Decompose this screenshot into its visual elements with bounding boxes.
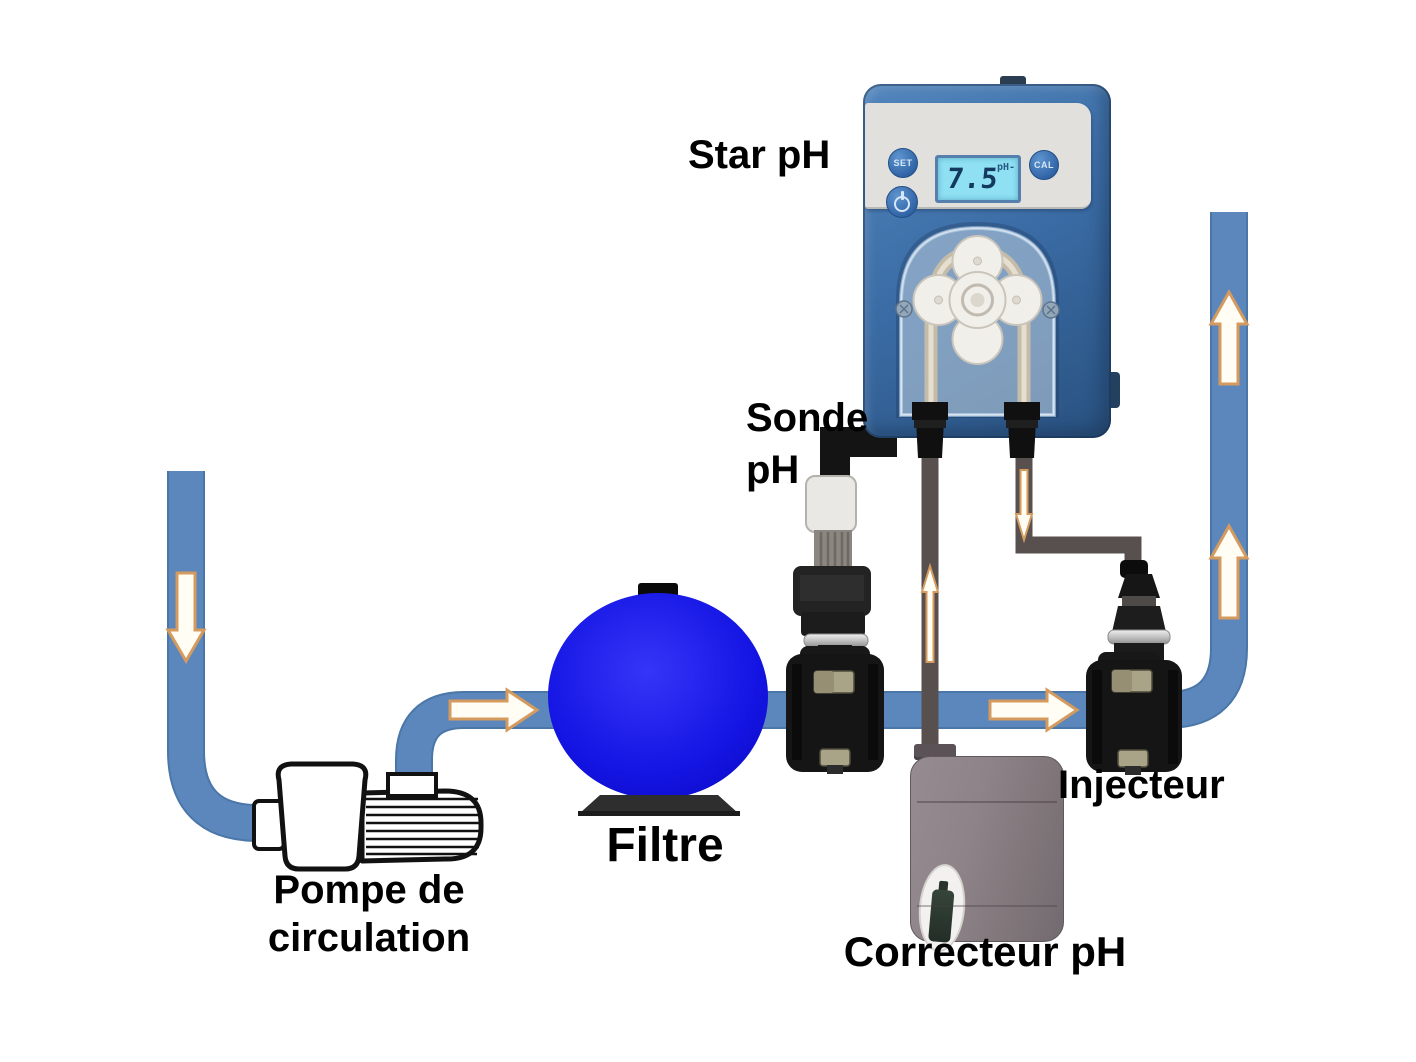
lcd-display: 7.5 pH- [935, 155, 1021, 203]
ph-corrector-canister [908, 744, 1064, 954]
cal-button: CAL [1029, 150, 1059, 180]
pipe-left-return [167, 471, 268, 842]
injector-assembly [1086, 560, 1182, 775]
circulation-pump [252, 761, 484, 872]
pump-motor [359, 788, 484, 864]
label-controller: Star pH [688, 133, 831, 177]
arrow-left-pipe-down [165, 571, 207, 664]
ph-controller: SET CAL 7.5 pH- [863, 84, 1111, 458]
pump-rotor [912, 235, 1043, 365]
set-button: SET [888, 148, 918, 178]
label-corrector: Correcteur pH [843, 928, 1127, 975]
arrow-dosing-tube-down [1014, 469, 1034, 544]
label-probe: Sonde pH [746, 396, 869, 492]
injector-saddle-clamp [1086, 660, 1182, 772]
suction-fitting [912, 402, 948, 458]
power-button [886, 186, 918, 218]
label-filter: Filtre [606, 819, 724, 872]
arrow-riser-upper-up [1208, 288, 1250, 386]
peristaltic-pump-head [895, 222, 1060, 458]
pump-outlet [386, 772, 438, 798]
label-pump: Pompe de circulation [267, 868, 471, 960]
filter-base [580, 795, 738, 813]
canister-body [910, 756, 1064, 954]
filter-ball [548, 593, 768, 799]
arrow-suction-tube-up [920, 562, 940, 663]
arrow-riser-lower-up [1208, 522, 1250, 620]
pump-prefilter-pot [275, 761, 369, 872]
injector-silver-ring [1107, 629, 1171, 645]
label-injector: Injecteur [1058, 763, 1225, 807]
ph-probe [793, 475, 871, 661]
discharge-fitting [1004, 402, 1040, 458]
cover-screws [895, 300, 1060, 319]
arrow-pump-to-filter [448, 687, 540, 733]
ph-unit: pH- [996, 162, 1015, 173]
probe-ribbed-body [814, 530, 852, 570]
controller-front-panel: SET CAL 7.5 pH- [865, 103, 1091, 218]
pump-motor-fins [366, 797, 480, 856]
probe-saddle-clamp [786, 646, 884, 774]
filter-vessel [548, 583, 768, 816]
arrow-filter-to-injector [988, 687, 1080, 733]
